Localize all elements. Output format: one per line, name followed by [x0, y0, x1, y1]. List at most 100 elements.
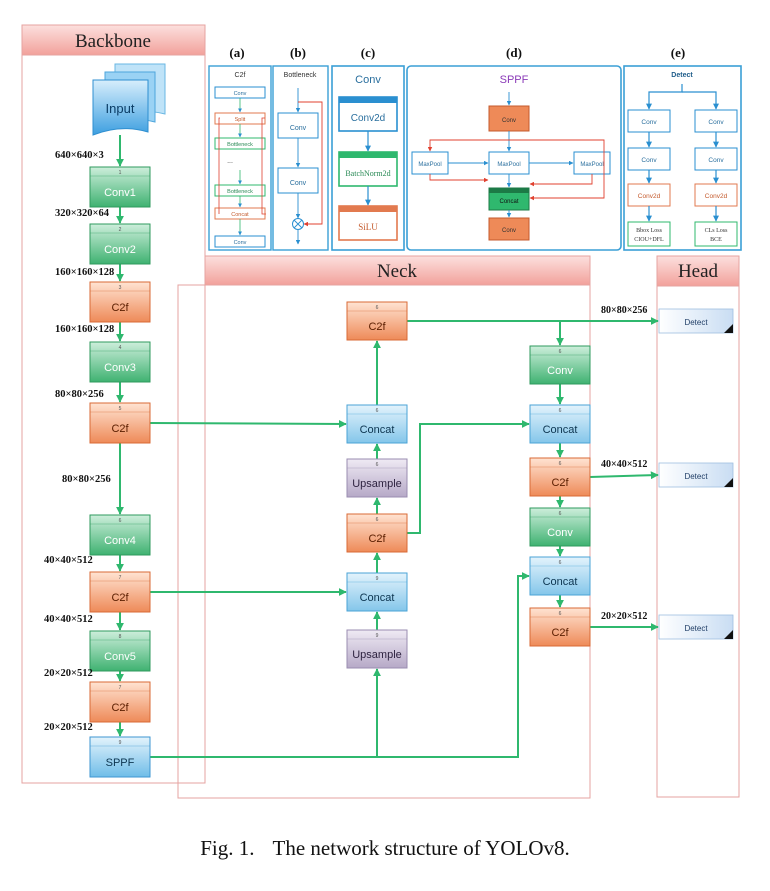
neck-col1-block-3-index: 6 — [376, 462, 379, 468]
neck-col1-block-1-index: 6 — [376, 305, 379, 311]
panel-b-item: Conv — [290, 180, 307, 187]
backbone-block-3-label: C2f — [111, 302, 129, 314]
neck-col2-block-6-index: 6 — [559, 611, 562, 617]
head-dim: 80×80×256 — [601, 305, 647, 316]
backbone-dim: 640×640×3 — [55, 150, 104, 161]
panel-e-item: Conv2d — [638, 193, 661, 200]
backbone-block-5-index: 5 — [119, 406, 122, 412]
neck-col2-block-4-label: Conv — [547, 527, 573, 539]
panel-a-item: Split — [235, 117, 246, 123]
head-dim: 20×20×512 — [601, 611, 647, 622]
panel-e-item: Bbox Loss — [636, 228, 663, 234]
neck-col1-block-4-label: C2f — [368, 533, 386, 545]
panel-a-item: ... — [227, 158, 233, 165]
backbone-dims: 640×640×3320×320×64160×160×128160×160×12… — [44, 150, 114, 733]
backbone-block-2-label: Conv2 — [104, 244, 136, 256]
backbone-block-10-label: SPPF — [106, 757, 135, 769]
backbone-block-2-index: 2 — [119, 227, 122, 233]
panel-c-conv: Conv Conv2d BatchNorm2d SiLU — [331, 65, 405, 251]
neck-col1-block-5-index: 9 — [376, 576, 379, 582]
panel-c-item: BatchNorm2d — [345, 169, 390, 178]
neck-col2-block-6-label: C2f — [551, 627, 569, 639]
panel-e-item: Conv2d — [705, 193, 728, 200]
backbone-section: Backbone — [21, 24, 206, 784]
head-detect-label: Detect — [684, 472, 708, 481]
backbone-block-3-index: 3 — [119, 285, 122, 291]
panel-a-item: Concat — [231, 212, 249, 218]
neck-col1-block-3-label: Upsample — [352, 478, 402, 490]
backbone-dim: 20×20×512 — [44, 668, 93, 679]
panel-e-letter: (e) — [671, 45, 685, 60]
backbone-block-9-label: C2f — [111, 702, 129, 714]
neck-col1-block-4-index: 6 — [376, 517, 379, 523]
head-detect-2: Detect — [658, 462, 734, 488]
panel-e-item: BCE — [710, 237, 722, 243]
neck-blocks: 6C2f6Concat6Upsample6C2f9Concat9Upsample… — [346, 301, 591, 669]
panel-a-item: Bottleneck — [227, 142, 253, 148]
panel-e-item: Conv — [708, 157, 724, 164]
panel-d-item: Conv — [502, 118, 516, 124]
backbone-input: Input — [92, 63, 166, 136]
panel-e-item: CIOU+DFL — [634, 237, 664, 243]
backbone-block-4-label: Conv3 — [104, 362, 136, 374]
yolov8-network-diagram: Backbone Neck Head (a) (b) (c) (d) (e) C… — [21, 24, 742, 799]
panel-d-item: Concat — [499, 199, 518, 205]
backbone-block-5-label: C2f — [111, 423, 129, 435]
backbone-block-9-index: 7 — [119, 685, 122, 691]
backbone-block-8-label: Conv5 — [104, 651, 136, 663]
panel-b-bottleneck: Bottleneck Conv Conv — [272, 65, 329, 251]
panel-a-title: C2f — [235, 72, 246, 79]
panel-letters: (a) (b) (c) (d) (e) — [229, 45, 685, 60]
backbone-dim: 160×160×128 — [55, 267, 114, 278]
head-blocks: DetectDetectDetect80×80×25640×40×51220×2… — [601, 305, 734, 640]
backbone-dim: 40×40×512 — [44, 614, 93, 625]
neck-col2-block-3-label: C2f — [551, 477, 569, 489]
input-label: Input — [106, 101, 135, 116]
backbone-title: Backbone — [75, 31, 151, 52]
backbone-block-10-index: 9 — [119, 740, 122, 746]
figure-caption: Fig. 1. The network structure of YOLOv8. — [0, 836, 770, 861]
neck-col1-block-1-label: C2f — [368, 321, 386, 333]
connection-arrow — [377, 572, 530, 758]
panel-c-letter: (c) — [361, 45, 375, 60]
backbone-dim: 160×160×128 — [55, 324, 114, 335]
backbone-block-1-index: 1 — [119, 170, 122, 176]
panel-e-detect: Detect Conv Conv Conv Conv Conv2d Conv2d… — [623, 65, 742, 251]
panel-a-item: Conv — [234, 240, 247, 246]
panel-b-letter: (b) — [290, 45, 306, 60]
panel-d-title: SPPF — [500, 74, 529, 86]
neck-col1-block-2-index: 6 — [376, 408, 379, 414]
backbone-dim: 80×80×256 — [55, 389, 104, 400]
panel-a-c2f: C2f Conv Split Bottleneck ... Bottleneck… — [208, 65, 272, 251]
head-detect-1: Detect — [658, 308, 734, 334]
panel-b-item: Conv — [290, 125, 307, 132]
neck-col2-block-2-label: Concat — [543, 424, 578, 436]
panel-a-item: Conv — [234, 91, 247, 97]
panel-e-item: Conv — [641, 157, 657, 164]
connection-arrow — [150, 668, 381, 758]
neck-col1-block-2-label: Concat — [360, 424, 395, 436]
neck-col1-block-6-label: Upsample — [352, 649, 402, 661]
connection-arrow — [149, 419, 347, 428]
panel-c-item: SiLU — [358, 222, 378, 232]
caption-label: Fig. 1. — [200, 836, 255, 860]
caption-text: The network structure of YOLOv8. — [272, 836, 570, 860]
panel-d-item: MaxPool — [497, 162, 520, 168]
panel-d-item: MaxPool — [580, 162, 603, 168]
head-section: Head — [656, 255, 740, 798]
connection-arrow — [407, 320, 564, 346]
neck-col1-block-6-index: 9 — [376, 633, 379, 639]
neck-col2-block-5-label: Concat — [543, 576, 578, 588]
